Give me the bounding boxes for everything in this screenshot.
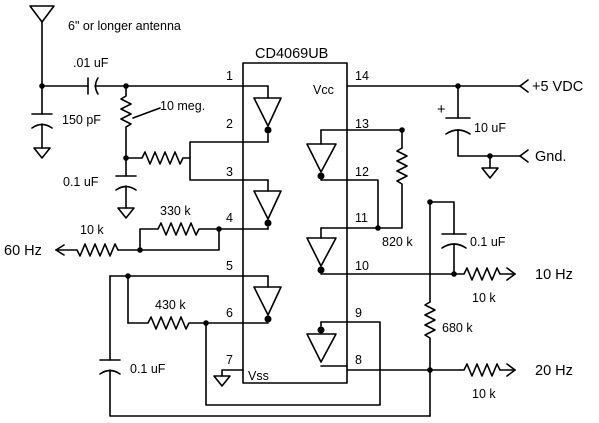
capacitor-150pf	[31, 85, 53, 149]
inverter-b	[253, 179, 282, 230]
pin-8: 8	[355, 353, 362, 367]
out-10hz-label: 10 Hz	[535, 267, 573, 283]
arrow-power-icon	[519, 79, 529, 93]
wire	[429, 201, 455, 235]
resistor-330k	[139, 222, 244, 251]
antenna-icon	[29, 5, 55, 87]
r-430k-label: 430 k	[155, 298, 186, 312]
r-10k-a-label: 10 k	[80, 223, 104, 237]
capacitor-01uf-c	[441, 233, 467, 275]
wire	[346, 129, 403, 149]
pin-10: 10	[355, 259, 369, 273]
resistor-430k	[127, 316, 244, 330]
pin-5: 5	[226, 259, 233, 273]
pin-13: 13	[355, 117, 369, 131]
wire	[189, 157, 244, 181]
pin-6: 6	[226, 306, 233, 320]
pin-7: 7	[226, 353, 233, 367]
internal-wiring	[242, 85, 348, 367]
pin-12: 12	[355, 165, 369, 179]
pin-9: 9	[355, 306, 362, 320]
r-10k-c-label: 10 k	[472, 387, 496, 401]
resistor-feedback	[125, 141, 244, 165]
inverter-e	[306, 227, 337, 274]
r-680k-label: 680 k	[442, 321, 473, 335]
power-label: +5 VDC	[532, 79, 583, 95]
wire	[221, 369, 244, 377]
arrow-10hz-icon	[506, 267, 516, 281]
out-20hz-label: 20 Hz	[535, 363, 573, 379]
ground-icon	[33, 147, 51, 159]
inverter-f	[306, 321, 337, 363]
resistor-10k-20hz	[459, 363, 516, 377]
antenna-label: 6" or longer antenna	[68, 19, 181, 33]
pin-1: 1	[226, 69, 233, 83]
ground-icon	[117, 207, 135, 219]
r-330k-label: 330 k	[160, 204, 191, 218]
resistor-10k-10hz	[453, 267, 516, 281]
arrow-60hz-icon	[55, 244, 65, 256]
resistor-10k-60hz	[57, 243, 141, 257]
c-input-label: .01 uF	[73, 56, 109, 70]
arrow-20hz-icon	[506, 363, 516, 377]
c-plus-label: +	[437, 102, 445, 118]
c-150-label: 150 pF	[62, 113, 101, 127]
pin-11: 11	[355, 211, 368, 225]
inverter-a	[253, 85, 282, 143]
leader-10meg	[132, 107, 161, 119]
pin-2: 2	[226, 117, 233, 131]
wire	[346, 179, 379, 229]
pin-3: 3	[226, 165, 233, 179]
c-01c-label: 0.1 uF	[470, 235, 506, 249]
resistor-820k	[346, 147, 408, 229]
ic-body	[242, 62, 348, 384]
capacitor-01uf-b	[99, 275, 431, 417]
wire	[205, 321, 381, 406]
resistor-10meg	[120, 85, 132, 159]
ic-name: CD4069UB	[255, 46, 328, 62]
ground-icon	[213, 375, 231, 387]
vcc-label: Vcc	[313, 83, 334, 97]
vss-label: Vss	[248, 369, 269, 383]
wire	[139, 228, 220, 251]
r-10k-b-label: 10 k	[472, 291, 496, 305]
capacitor-01uf-a	[115, 157, 137, 209]
capacitor-10uf	[445, 85, 521, 157]
gnd-label: Gnd.	[535, 149, 566, 165]
c-01a-label: 0.1 uF	[63, 175, 99, 189]
resistor-680k	[424, 301, 436, 371]
pin-4: 4	[226, 211, 233, 225]
pin-14: 14	[355, 69, 369, 83]
c-10uf-label: 10 uF	[474, 121, 506, 135]
c-01b-label: 0.1 uF	[130, 362, 166, 376]
inverter-d	[306, 129, 337, 180]
inverter-c	[253, 275, 282, 323]
arrow-gnd-icon	[519, 149, 529, 163]
ground-icon	[481, 167, 499, 179]
out-60hz-label: 60 Hz	[4, 243, 42, 259]
r-10meg-label: 10 meg.	[160, 99, 205, 113]
r-820k-label: 820 k	[382, 235, 413, 249]
